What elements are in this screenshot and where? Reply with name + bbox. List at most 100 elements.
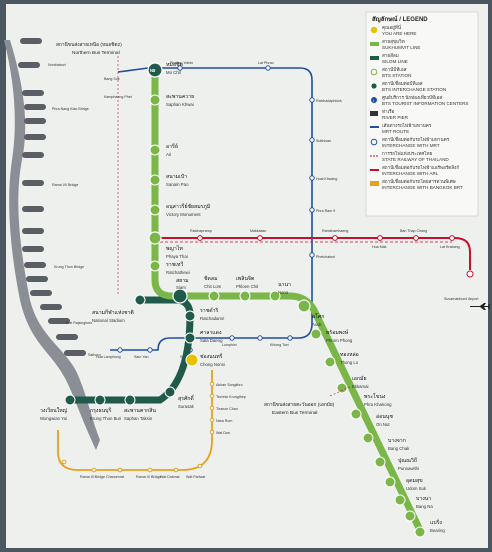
station-siam-th: สยาม: [176, 278, 189, 284]
mrt-route: [110, 67, 313, 351]
station-victory-en: Victory Monument: [166, 212, 201, 217]
mrt-label-ram9: Phra Ram 9: [316, 209, 335, 213]
brt-route: [57, 370, 213, 471]
mrt-interchange-icon: [370, 138, 378, 146]
station-phrakhanong-th: พระโขนง: [364, 393, 386, 400]
airport-label: Suvarnabhumi Airport: [444, 297, 479, 301]
station-saphankhwai-th: สะพานควาย: [166, 94, 194, 100]
station-surasak-en: Surasak: [178, 404, 195, 409]
station-siam-en: Siam: [176, 285, 186, 290]
airplane-icon: [470, 303, 490, 310]
river-pier-icon: [370, 111, 378, 116]
station-bearing-th: แบริ่ง: [430, 519, 442, 526]
brt-label-8: Rama IX Bridge: [136, 475, 161, 479]
arl-route: [150, 237, 471, 270]
pier-label-6: Sathorn: [88, 353, 101, 357]
legend-11-en: INTERCHANGE WITH BANGKOK BRT: [382, 185, 463, 190]
mrt-bang-sue-spur: [117, 67, 149, 73]
bts-interchange-icon: [370, 82, 378, 90]
sukhumvit-station-dots: [147, 62, 426, 538]
station-ekkamai-th: เอกมัย: [352, 375, 367, 382]
legend-1-th: สายสุขุมวิท: [382, 39, 405, 45]
legend-4-th: สถานีเชื่อมต่อบีทีเอส: [382, 80, 423, 86]
info-i-glyph: i: [373, 98, 374, 103]
legend-6-th: ท่าเรือ: [382, 108, 395, 114]
station-thonglo-th: ทองหล่อ: [340, 352, 359, 358]
legend-5-en: BTS TOURIST INFORMATION CENTERS: [382, 101, 468, 106]
river-pier-markers: [18, 38, 86, 356]
station-saphankhwai-en: Saphan Khwai: [166, 102, 194, 107]
arl-label-ramkhamhaeng: Ramkhamhaeng: [322, 229, 348, 233]
brt-label-6: Wat Pariwat: [186, 475, 205, 479]
legend-7-th: เส้นทางรถไฟฟ้ามหานคร: [382, 122, 432, 128]
station-saphantaksin-en: Saphan Taksin: [124, 416, 153, 421]
brt-label-2: Technic Krungthep: [216, 395, 246, 399]
station-sanampao-th: สนามเป้า: [166, 173, 187, 180]
legend-10-en: INTERCHANGE WITH ARL: [382, 171, 439, 176]
brt-label-5: Wat Dan: [216, 431, 230, 435]
station-sanampao-en: Sanam Pao: [166, 182, 189, 187]
brt-label-1: Akhan Songkhro: [216, 383, 243, 387]
station-chitlom-th: ชิดลม: [204, 275, 218, 282]
station-nationalstadium-en: National Stadium: [92, 318, 125, 323]
legend-2-en: SILOM LINE: [382, 59, 408, 64]
station-saladaeng-en: Sala Daeng: [200, 338, 223, 343]
station-punnawithi-en: Punnawithi: [398, 466, 419, 471]
station-asok-en: Asok: [312, 322, 322, 327]
station-chitlom-en: Chit Lom: [204, 284, 222, 289]
station-phayathai-th: พญาไท: [166, 244, 183, 252]
mrt-label-samyan: Sam Yan: [134, 355, 148, 359]
brt-label-3: Thanon Chan: [216, 407, 238, 411]
station-punnawithi-th: ปุณณวิถี: [398, 457, 417, 464]
legend-3-en: BTS STATION: [382, 73, 411, 78]
arl-label-makkasan: Makkasan: [250, 229, 266, 233]
pier-label-5: Wat Rajsingkorn: [66, 321, 92, 325]
legend-0-th: คุณอยู่ที่นี่: [382, 24, 402, 31]
arl-label-banthapchang: Ban Thap Chang: [400, 229, 427, 233]
station-bangchak-en: Bang Chak: [388, 446, 410, 451]
legend-3-th: สถานีบีทีเอส: [382, 66, 407, 72]
brt-station-markers: [61, 381, 215, 473]
legend-5-th: ศูนย์บริการ นักท่องเที่ยวบีทีเอส: [382, 94, 442, 101]
station-bearing-en: Bearing: [430, 528, 445, 533]
north-terminal-en: Northern Bus Terminal: [72, 50, 120, 56]
station-chongnonsi-en: Chong Nonsi: [200, 362, 225, 367]
station-ari-th: อารีย์: [166, 143, 178, 150]
station-ratchathewi-en: Ratchathewi: [166, 270, 190, 275]
legend-7-en: MRT ROUTE: [382, 129, 409, 134]
pier-label-1: Nonthaburi: [48, 63, 66, 67]
legend-0-en: YOU ARE HERE: [382, 31, 416, 36]
brt-swatch: [370, 181, 379, 186]
station-asok-th: อโศก: [312, 313, 324, 320]
station-surasak-th: สุรศักดิ์: [178, 394, 195, 402]
mrt-label-huaikhwang: Huai Khwang: [316, 177, 337, 181]
station-phloenchit-th: เพลินจิต: [236, 275, 254, 282]
legend-4-en: BTS INTERCHANGE STATION: [382, 87, 446, 92]
code-n8: N8: [150, 68, 156, 73]
arl-label-ratchaprarop: Ratchaprarop: [190, 229, 212, 233]
station-phayathai-en: Phaya Thai: [166, 254, 188, 259]
station-onnut-en: On Nut: [376, 422, 390, 427]
silom-station-dots: [64, 294, 199, 406]
tourist-info-icon: [371, 97, 377, 103]
legend-9-th: การรถไฟแห่งประเทศไทย: [382, 150, 433, 156]
pier-label-2: Phra Nang Klao Bridge: [52, 107, 89, 111]
station-phloenchit-en: Phloen Chit: [236, 284, 259, 289]
legend-10-th: สถานีเชื่อมต่อกับรถไฟฟ้าแอร์พอร์ตลิงก์: [382, 164, 459, 170]
station-phrakhanong-en: Phra Khanong: [364, 402, 392, 407]
station-udomsuk-en: Udom Suk: [406, 486, 427, 491]
legend-8-th: สถานีเชื่อมต่อกับรถไฟฟ้ามหานคร: [382, 136, 450, 142]
station-krungthon-en: Krung Thon Buri: [90, 416, 121, 421]
arl-label-huamak: Hua Mak: [372, 245, 387, 249]
station-phromphong-th: พร้อมพงษ์: [326, 329, 349, 336]
station-victory-th: อนุสาวรีย์ชัยสมรภูมิ: [166, 203, 210, 210]
station-bangna-th: บางนา: [416, 496, 431, 502]
mrt-label-bangsue: Bang Sue: [104, 77, 120, 81]
mrt-label-phahon: Phahon Yothin: [170, 61, 193, 65]
brt-label-10: Rama III Bridge: [80, 475, 105, 479]
pier-label-3: Rama VII Bridge: [52, 183, 78, 187]
chao-phraya-river: [4, 40, 100, 450]
station-nana-th: นานา: [278, 282, 291, 288]
arl-station-markers: [197, 235, 474, 278]
east-terminal-th: สถานีขนส่งสายตะวันออก (เอกมัย): [264, 401, 335, 408]
